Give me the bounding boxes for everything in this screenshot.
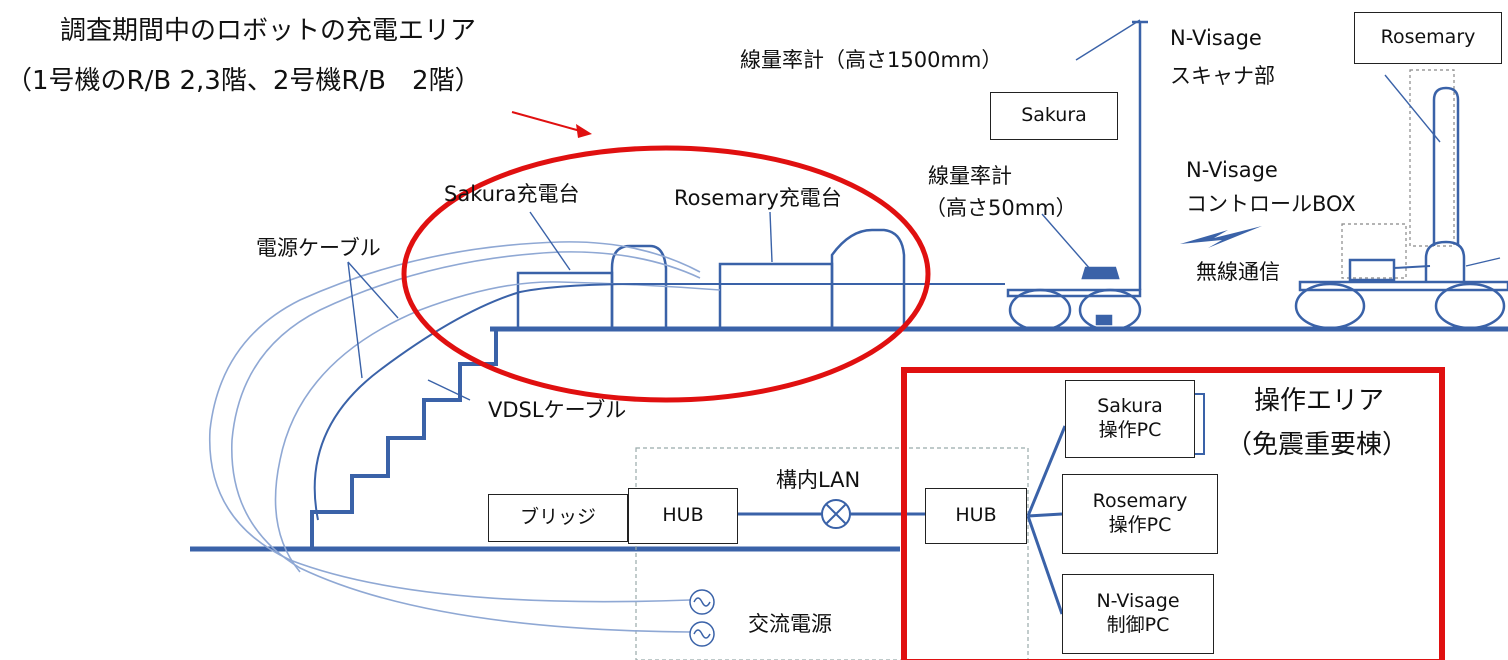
- wireless-bolt: [1180, 226, 1262, 248]
- vdsl-cable: [313, 283, 1005, 521]
- rosemary-pc-label-1: Rosemary: [1092, 490, 1188, 513]
- staircase: [310, 329, 498, 549]
- control-box-dashed: [1341, 223, 1407, 279]
- sakura-robot-shape: [1006, 20, 1148, 332]
- nvisage-scanner-label-2: スキャナ部: [1170, 64, 1275, 88]
- hub-left-box: HUB: [628, 488, 738, 544]
- dosimeter-low-label-2: （高さ50mm）: [925, 196, 1077, 220]
- sakura-pc-label-1: Sakura: [1097, 395, 1163, 418]
- power-cables: [208, 241, 721, 633]
- wireless-line: [1393, 265, 1431, 269]
- title-line1: 調査期間中のロボットの充電エリア: [60, 16, 477, 46]
- rosemary-robot-box: Rosemary: [1354, 12, 1502, 64]
- rosemary-pc-box: Rosemary 操作PC: [1062, 474, 1218, 554]
- lan-label: 構内LAN: [776, 468, 861, 492]
- ac-power-symbols: [689, 589, 715, 647]
- title-line2: （1号機のR/B 2,3階、2号機R/B 2階）: [6, 66, 481, 96]
- sakura-charger-shape: [516, 244, 668, 329]
- power-cable-label: 電源ケーブル: [256, 236, 381, 260]
- wireless-label: 無線通信: [1196, 260, 1280, 284]
- charging-area-highlight: [401, 145, 931, 403]
- pointer-lines: [347, 19, 1501, 401]
- sakura-robot-box: Sakura: [990, 92, 1118, 140]
- title-arrow-line: [511, 111, 585, 133]
- sakura-pc-box: Sakura 操作PC: [1065, 380, 1195, 458]
- rosemary-robot-shape: [1294, 86, 1508, 330]
- sakura-pc-bracket: [1195, 393, 1205, 455]
- rosemary-arm-dashed: [1409, 69, 1455, 247]
- rosemary-pc-label-2: 操作PC: [1108, 514, 1172, 536]
- vdsl-cable-label: VDSLケーブル: [488, 398, 627, 422]
- operation-area-label-2: （免震重要棟）: [1226, 430, 1409, 460]
- hub-right-box: HUB: [925, 488, 1027, 544]
- hub-left-label: HUB: [662, 504, 704, 527]
- rosemary-charger-label: Rosemary充電台: [674, 186, 842, 210]
- hub-area-dashed: [635, 447, 1029, 660]
- hub-right-label: HUB: [955, 504, 997, 527]
- nvisage-pc-box: N-Visage 制御PC: [1062, 574, 1214, 654]
- nvisage-pc-label-1: N-Visage: [1096, 590, 1180, 613]
- dosimeter-low-label-1: 線量率計: [928, 164, 1012, 188]
- title-arrow-head: [576, 124, 592, 138]
- pc-links: [1026, 425, 1067, 615]
- operation-area-label-1: 操作エリア: [1254, 386, 1385, 416]
- sakura-charger-label: Sakura充電台: [444, 182, 580, 206]
- dosimeter-high-label: 線量率計（高さ1500mm）: [740, 48, 1003, 72]
- sakura-pc-label-2: 操作PC: [1098, 419, 1162, 441]
- ac-power-label: 交流電源: [748, 612, 832, 636]
- bridge-label: ブリッジ: [519, 506, 596, 529]
- nvisage-control-label-2: コントロールBOX: [1186, 192, 1356, 216]
- operation-area-frame: [901, 367, 1445, 660]
- rosemary-robot-label: Rosemary: [1380, 26, 1476, 49]
- lan-junction: [821, 499, 851, 529]
- nvisage-pc-label-2: 制御PC: [1106, 614, 1170, 636]
- rosemary-charger-shape: [718, 228, 906, 329]
- bridge-box: ブリッジ: [488, 494, 628, 542]
- nvisage-scanner-label-1: N-Visage: [1170, 26, 1262, 50]
- sakura-robot-label: Sakura: [1021, 104, 1087, 127]
- nvisage-control-label-1: N-Visage: [1186, 158, 1278, 182]
